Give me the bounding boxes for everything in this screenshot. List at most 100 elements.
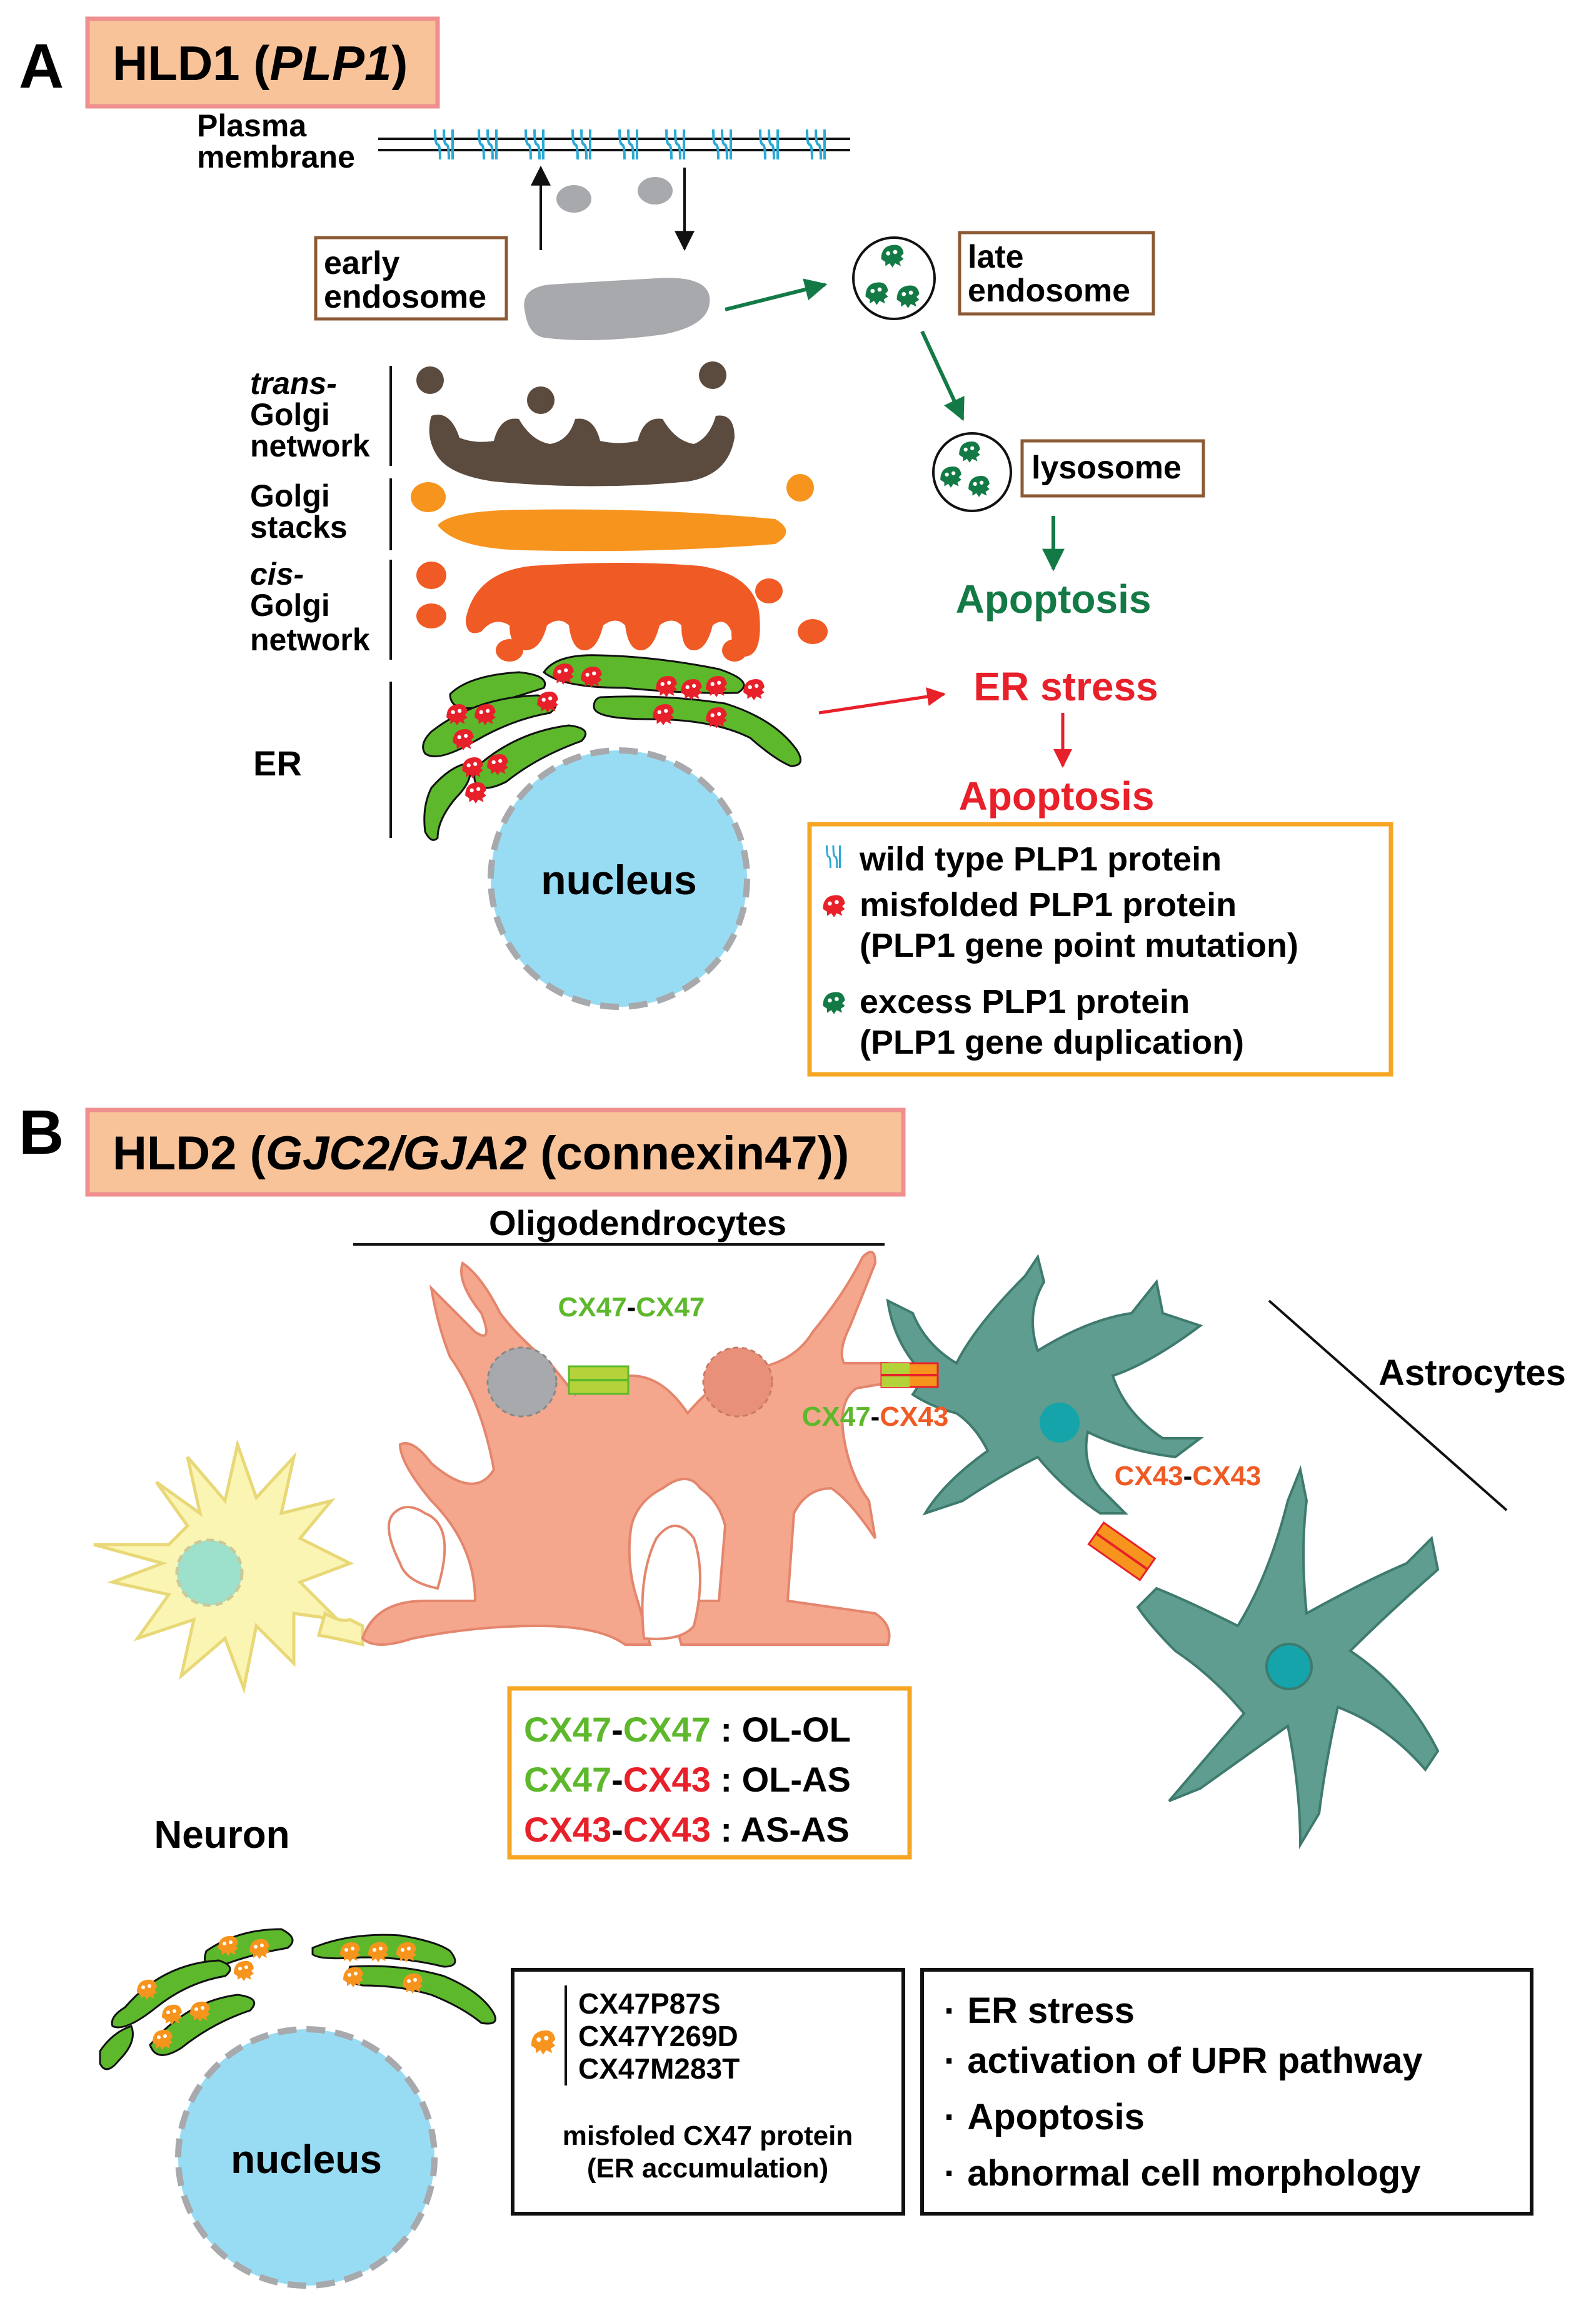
legend-b-box [507, 1686, 912, 1860]
er-label: ER [253, 744, 302, 783]
junction-oa-a: CX47 [802, 1401, 871, 1432]
junction-aa-a: CX43 [1115, 1461, 1183, 1491]
junction-oo-b: CX47 [636, 1292, 705, 1323]
arrow-to-lysosome [920, 330, 965, 421]
panel-a-letter: A [19, 31, 64, 101]
neuron [93, 1438, 364, 1695]
wt-protein-icon [571, 128, 591, 161]
astrocyte-2 [1136, 1465, 1440, 1850]
legend-a: CX47 [524, 1710, 611, 1749]
wt-protein-icon [712, 128, 732, 161]
mutation-box [511, 1968, 905, 2216]
late-endosome-box [958, 231, 1155, 316]
effect-4: · abnormal cell morphology [944, 2153, 1420, 2194]
wt-protein-icon [759, 128, 779, 161]
panel-b-title: HLD2 (GJC2/GJA2 (connexin47)) [113, 1127, 849, 1180]
early-endosome-shape [524, 278, 710, 340]
effect-text: activation of UPR pathway [967, 2040, 1422, 2081]
junction-oo-a: CX47 [558, 1292, 627, 1323]
dash: - [871, 1401, 880, 1432]
arrow-to-er-stress [818, 687, 946, 715]
legend-label: : AS-AS [711, 1810, 850, 1849]
bullet: · [944, 2040, 956, 2081]
plasma-membrane-label-2: membrane [197, 139, 355, 174]
astrocytes-line [1268, 1299, 1508, 1511]
dash: - [611, 1760, 623, 1799]
legend-excess-1: excess PLP1 protein [860, 983, 1190, 1021]
legend-label: : OL-OL [711, 1710, 851, 1749]
misfolded-protein-icon [743, 679, 765, 700]
neuron-label: Neuron [154, 1813, 290, 1857]
bullet: · [944, 2153, 956, 2194]
legend-b: CX43 [623, 1760, 711, 1799]
early-endosome-label-2: endosome [324, 279, 486, 315]
panel-b-letter: B [19, 1097, 64, 1168]
legend-b: CX47 [623, 1710, 711, 1749]
junction-aa-b: CX43 [1192, 1461, 1261, 1491]
effect-text: ER stress [967, 1990, 1135, 2031]
wt-protein-icon [478, 128, 498, 161]
legend-b-row-2: CX47-CX43 : OL-AS [524, 1760, 851, 1799]
cis-golgi-label-2: Golgi [250, 588, 330, 623]
effect-1: · ER stress [944, 1990, 1135, 2031]
lysosome-shape [932, 432, 1012, 512]
cis-golgi-network [416, 562, 828, 662]
oligo-nucleus-2 [702, 1346, 773, 1418]
oligodendrocytes [361, 1251, 896, 1646]
dash: - [611, 1710, 623, 1749]
title-prefix: HLD2 ( [113, 1127, 266, 1180]
trans-golgi-label-1: trans- [250, 366, 337, 401]
legend-misfolded-2: (PLP1 gene point mutation) [860, 927, 1298, 964]
cis-golgi-label-3: network [250, 622, 370, 657]
mutation-2: CX47Y269D [578, 2020, 738, 2052]
vesicle [556, 185, 591, 213]
membrane-proteins [434, 128, 826, 161]
junction-oa-label: CX47-CX43 [802, 1401, 949, 1432]
title-suffix: (connexin47)) [527, 1127, 849, 1180]
mutation-1: CX47P87S [578, 1987, 721, 2020]
late-endosome-label-1: late [968, 239, 1024, 275]
legend-b: CX43 [623, 1810, 711, 1849]
cis-golgi-label-1: cis- [250, 557, 304, 592]
early-endosome-label-1: early [324, 245, 400, 281]
trans-golgi-label-3: network [250, 428, 370, 463]
legend-a-box [807, 822, 1393, 1077]
lysosome-label: lysosome [1031, 450, 1182, 486]
apoptosis-red: Apoptosis [959, 774, 1155, 819]
title-prefix: HLD1 ( [113, 36, 269, 91]
dash: - [627, 1292, 636, 1323]
effect-2: · activation of UPR pathway [944, 2040, 1423, 2081]
panel-b-title-box [85, 1107, 906, 1197]
oligo-process-gap [388, 1506, 701, 1640]
bullet: · [944, 1990, 956, 2031]
title-gene: GJC2/GJA2 [266, 1127, 527, 1180]
title-gene: PLP1 [269, 36, 391, 91]
bullet: · [944, 2097, 956, 2137]
wt-protein-icon [618, 128, 638, 161]
nucleus-b [175, 2026, 438, 2289]
title-suffix: ) [391, 36, 408, 91]
misfolded-cx47-icon [234, 1960, 254, 1981]
junction-aa-label: CX43-CX43 [1115, 1461, 1262, 1491]
legend-b-row-1: CX47-CX47 : OL-OL [524, 1710, 851, 1749]
vesicle [638, 177, 673, 204]
wt-protein-icon [806, 128, 826, 161]
legend-excess-2: (PLP1 gene duplication) [860, 1024, 1244, 1061]
gap-junction-aa [1087, 1521, 1157, 1581]
wt-protein-icon [665, 128, 685, 161]
legend-label: : OL-AS [711, 1760, 851, 1799]
arrow-to-late-endosome [725, 278, 828, 311]
legend-wild-type: wild type PLP1 protein [859, 840, 1222, 878]
oligo-nucleus-1 [486, 1346, 558, 1418]
oligodendrocytes-label: Oligodendrocytes [489, 1203, 786, 1243]
junction-oa-b: CX43 [880, 1401, 948, 1432]
misfolded-cx47-label-2: (ER accumulation) [587, 2153, 828, 2184]
astrocytes-label: Astrocytes [1378, 1353, 1566, 1393]
trans-golgi-network [416, 361, 735, 487]
effect-text: abnormal cell morphology [967, 2153, 1420, 2194]
mutation-3: CX47M283T [578, 2052, 740, 2085]
effects-box [920, 1968, 1533, 2216]
junction-oo-label: CX47-CX47 [558, 1292, 705, 1323]
legend-b-row-3: CX43-CX43 : AS-AS [524, 1810, 850, 1849]
wt-protein-icon [434, 128, 454, 161]
